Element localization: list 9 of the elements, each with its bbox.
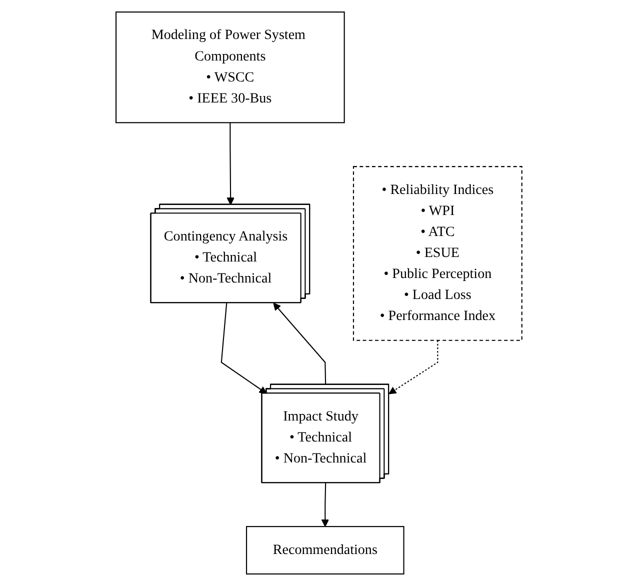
node-box: [115, 12, 344, 124]
node-box: [246, 526, 404, 574]
arrow: [388, 340, 438, 394]
arrow: [226, 122, 234, 206]
node-box: [352, 166, 522, 341]
arrow: [272, 302, 326, 385]
arrow: [220, 303, 266, 394]
flowchart: Modeling of Power System Components • WSCC • IEEE 30-Bus Contingency Analysis • Technical • Non-Technical Impact Study • Technical • Non-Technical • Reliability Indices • WPI • ATC • ESUE • Public Perception • Load Loss • Performance Index Recommendations: [108, 5, 528, 581]
arrow: [320, 483, 329, 527]
